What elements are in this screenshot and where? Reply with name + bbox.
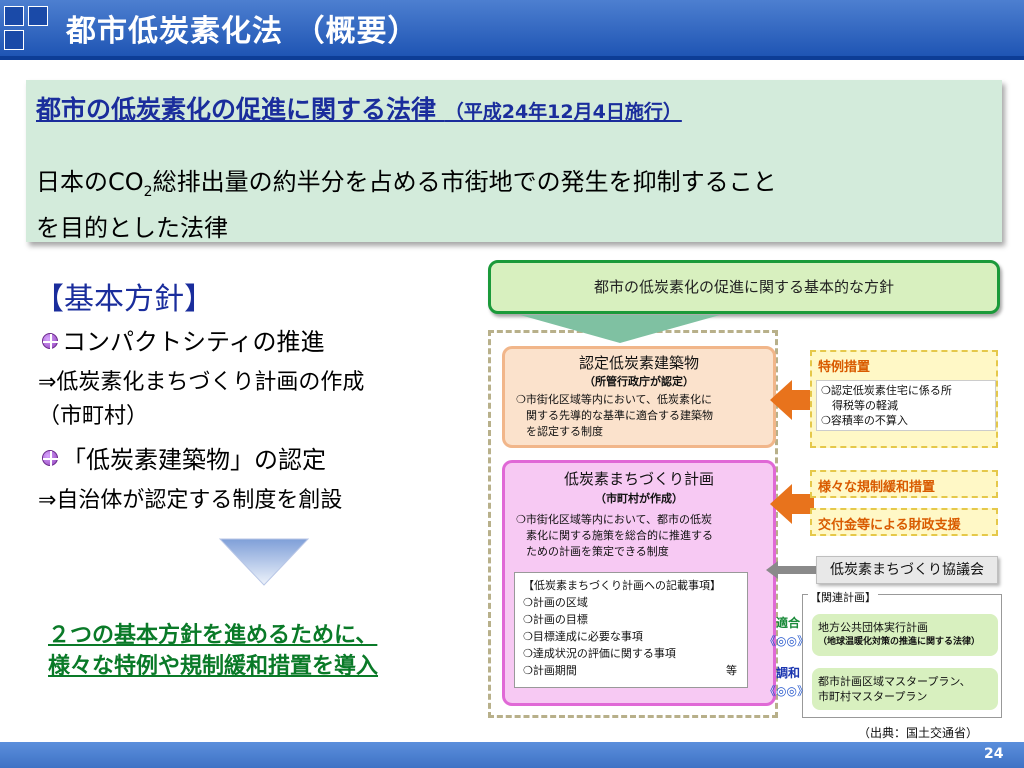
- conclusion-line-2: 様々な特例や規制緩和措置を導入: [48, 654, 379, 679]
- law-date: （平成24年12月4日施行）: [444, 101, 682, 123]
- town-plan-subtitle: （市町村が作成）: [595, 492, 683, 505]
- council-box: 低炭素まちづくり協議会: [816, 556, 998, 584]
- list-item: ❍計画の目標: [523, 613, 588, 626]
- policy-item-detail: ⇒低炭素化まちづくり計画の作成: [38, 370, 365, 395]
- law-name-text: 都市の低炭素化の促進に関する法律: [36, 95, 437, 124]
- town-plan-desc: ❍市街化区域等内において、都市の低炭: [516, 513, 712, 526]
- down-triangle-icon: [218, 538, 310, 586]
- plan-items-etc: 等: [726, 664, 737, 677]
- globe-bullet-icon: [42, 450, 59, 467]
- down-arrow-icon: [520, 315, 720, 343]
- policy-item-detail: （市町村）: [38, 404, 149, 429]
- conform-tag: 適合: [776, 616, 801, 630]
- policy-item-label: コンパクトシティの推進: [62, 328, 325, 356]
- certified-building-subtitle: （所管行政庁が認定）: [584, 375, 694, 388]
- certified-building-desc: を認定する制度: [526, 425, 603, 438]
- title-bar: [0, 0, 1024, 56]
- law-name: 都市の低炭素化の促進に関する法律 （平成24年12月4日施行）: [36, 90, 682, 126]
- related-plan-1-title: 地方公共団体実行計画: [818, 621, 928, 634]
- related-plan-2-line2: 市町村マスタープラン: [818, 690, 928, 703]
- link-chain-icon: 《◎◎》: [764, 684, 809, 698]
- town-plan-desc: 素化に関する施策を総合的に推進する: [526, 529, 713, 542]
- policy-heading: 【基本方針】: [34, 282, 214, 317]
- footer-bar: [0, 742, 1024, 768]
- deregulation-box: 様々な規制緩和措置: [810, 470, 998, 498]
- link-chain-icon: 《◎◎》: [764, 634, 809, 648]
- town-plan-desc: ための計画を策定できる制度: [526, 545, 669, 558]
- co2-subscript: 2: [143, 183, 153, 200]
- law-summary-box: [26, 80, 1002, 242]
- page-title: 都市低炭素化法 （概要）: [66, 14, 419, 49]
- related-plan-2-line1: 都市計画区域マスタープラン、: [818, 675, 971, 688]
- list-item: ❍目標達成に必要な事項: [523, 630, 643, 643]
- conclusion-line-1: ２つの基本方針を進めるために、: [48, 623, 378, 648]
- list-item: ❍計画期間: [523, 664, 577, 677]
- title-underline: [0, 56, 1024, 60]
- law-desc-part: 日本のCO: [36, 168, 144, 196]
- related-plan-1-note: （地球温暖化対策の推進に関する法律）: [818, 637, 981, 647]
- list-item: ❍計画の区域: [523, 596, 588, 609]
- left-arrow-icon: [770, 484, 814, 524]
- plan-items-box: 【低炭素まちづくり計画への記載事項】 ❍計画の区域 ❍計画の目標 ❍目標達成に必…: [514, 572, 748, 688]
- globe-bullet-icon: [42, 333, 59, 350]
- policy-item-detail: ⇒自治体が認定する制度を創設: [38, 488, 343, 513]
- left-arrow-icon: [770, 380, 814, 420]
- page-number: 24: [984, 746, 1004, 762]
- subsidy-box: 交付金等による財政支援: [810, 508, 998, 536]
- law-description: 日本のCO2総排出量の約半分を占める市街地での発生を抑制すること を目的とした法…: [36, 164, 986, 246]
- basic-policy-box: 都市の低炭素化の促進に関する基本的な方針: [488, 260, 1000, 314]
- town-plan-title: 低炭素まちづくり計画: [563, 470, 714, 488]
- list-item: 得税等の軽減: [821, 399, 898, 412]
- certified-building-desc: ❍市街化区域等内において、低炭素化に: [516, 393, 712, 406]
- related-plan-1: 地方公共団体実行計画 （地球温暖化対策の推進に関する法律）: [812, 614, 998, 656]
- certified-building-desc: 関する先導的な基準に適合する建築物: [526, 409, 713, 422]
- policy-item-label: 「低炭素建築物」の認定: [62, 446, 326, 474]
- list-item: ❍認定低炭素住宅に係る所: [821, 384, 952, 397]
- certified-building-title: 認定低炭素建築物: [578, 354, 699, 372]
- special-measures-list: ❍認定低炭素住宅に係る所 得税等の軽減 ❍容積率の不算入: [816, 380, 996, 431]
- list-item: ❍達成状況の評価に関する事項: [523, 647, 676, 660]
- related-plan-2: 都市計画区域マスタープラン、 市町村マスタープラン: [812, 668, 998, 710]
- left-arrow-icon: [766, 561, 818, 579]
- law-desc-part: 総排出量の約半分を占める市街地での発生を抑制すること: [152, 168, 777, 196]
- harmony-tag: 調和: [776, 666, 801, 680]
- related-plans-label: 【関連計画】: [808, 589, 878, 605]
- special-measures-heading: 特例措置: [818, 360, 871, 375]
- logo-square-3: [4, 30, 24, 50]
- list-item: ❍容積率の不算入: [821, 414, 908, 427]
- logo-square-1: [4, 6, 24, 26]
- law-desc-line2: を目的とした法律: [36, 213, 228, 242]
- plan-items-title: 【低炭素まちづくり計画への記載事項】: [523, 579, 721, 592]
- logo-square-2: [28, 6, 48, 26]
- source-note: （出典：国土交通省）: [858, 726, 979, 740]
